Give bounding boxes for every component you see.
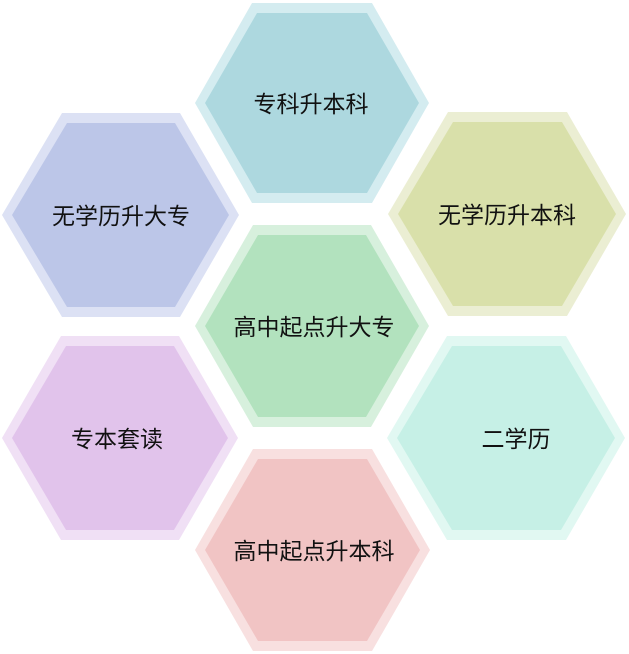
hexagon-upper-left: 无学历升大专 — [2, 113, 239, 317]
hexagon-upper-right-fill — [398, 122, 616, 306]
hexagon-center-label: 高中起点升大专 — [234, 315, 395, 341]
hexagon-upper-left-label: 无学历升大专 — [52, 204, 190, 230]
hexagon-top-label: 专科升本科 — [254, 92, 369, 118]
hexagon-center: 高中起点升大专 — [195, 225, 429, 427]
hexagon-lower-right-label: 二学历 — [482, 427, 551, 453]
hexagon-upper-right-label: 无学历升本科 — [438, 203, 576, 229]
hexagon-lower-left-fill — [12, 346, 228, 530]
hexagon-lower-left-label: 专本套读 — [71, 427, 163, 453]
hexagon-top-fill — [205, 13, 419, 193]
hexagon-bottom-label: 高中起点升本科 — [234, 539, 395, 565]
hexagon-upper-right: 无学历升本科 — [388, 112, 626, 316]
hexagon-lower-left: 专本套读 — [2, 336, 238, 540]
hexagon-upper-left-fill — [12, 123, 229, 307]
hexagon-lower-right: 二学历 — [387, 336, 625, 540]
hexagon-top: 专科升本科 — [195, 3, 429, 203]
hexagon-lower-right-fill — [397, 346, 615, 530]
hexagon-bottom-fill — [205, 459, 420, 641]
hexagon-center-fill — [205, 235, 419, 417]
hexagon-bottom: 高中起点升本科 — [195, 449, 430, 651]
